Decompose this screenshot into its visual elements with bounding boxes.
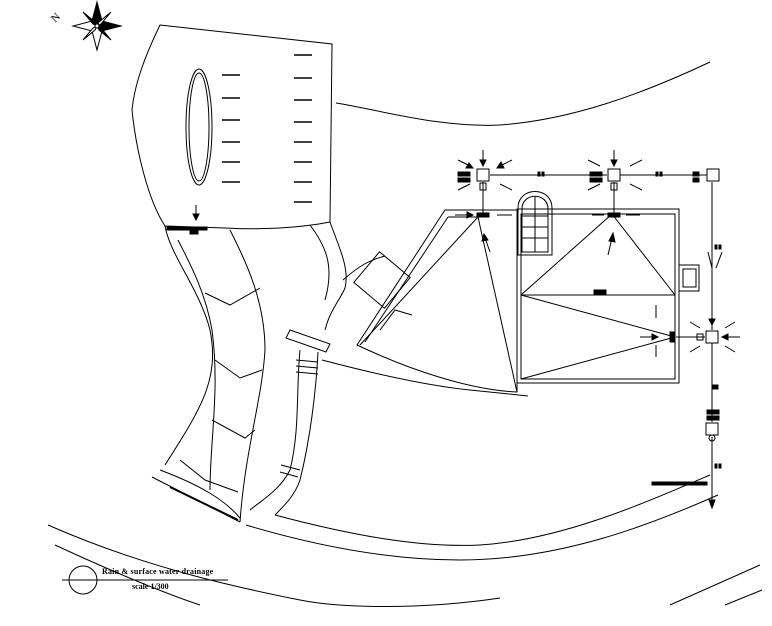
drawing-scale: scale 1/300 <box>132 582 169 591</box>
oval-island <box>185 68 213 186</box>
compass-rose-icon <box>71 0 123 52</box>
flow-arrows <box>455 150 740 365</box>
building-west-wing <box>356 209 518 393</box>
title-block <box>62 565 228 595</box>
walkway <box>309 224 330 301</box>
building-east-wing <box>516 208 680 384</box>
terrain-line <box>335 61 711 126</box>
parking-area <box>131 24 333 230</box>
access-road <box>164 225 214 466</box>
road-hatch <box>169 486 239 521</box>
arched-window <box>517 191 553 256</box>
drawing-title: Rain & surface water drainage <box>102 567 214 576</box>
drainage-network <box>482 174 716 510</box>
manholes <box>476 168 720 442</box>
boundary-line <box>47 524 501 607</box>
parking-marks <box>222 54 312 203</box>
footbridge <box>285 329 331 353</box>
gully-blocks <box>457 171 722 469</box>
